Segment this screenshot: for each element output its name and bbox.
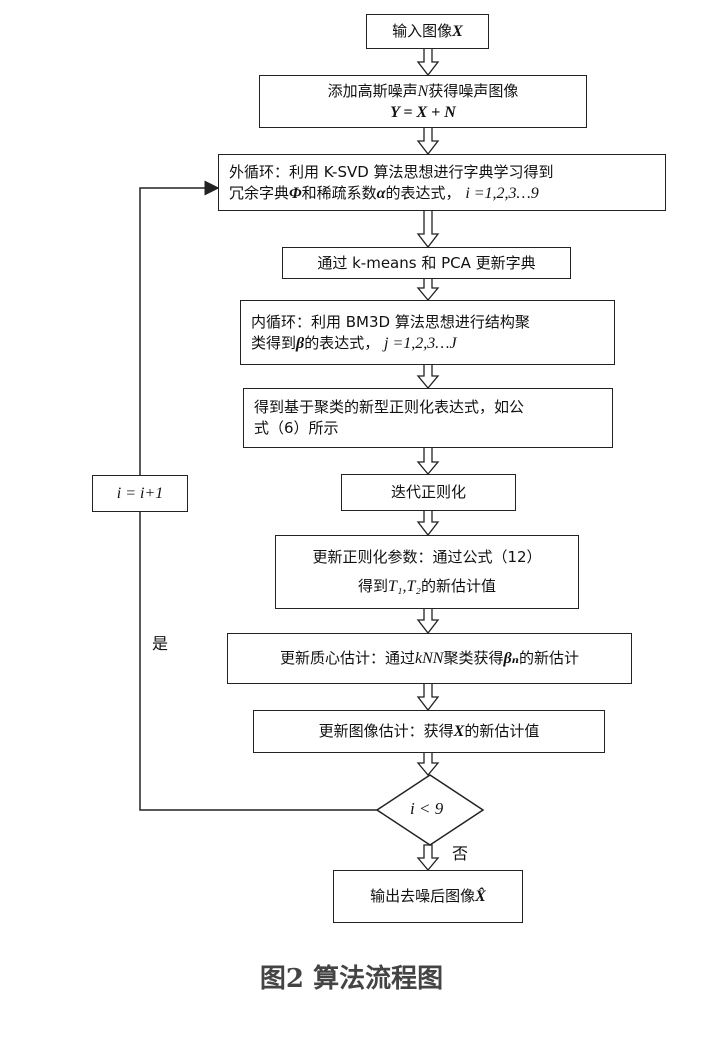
- loop-counter: i = i+1: [92, 475, 188, 512]
- arrow-outer-to-dict: [416, 209, 440, 249]
- step-add-noise: 添加高斯噪声N获得噪声图像 Y = X + N: [259, 75, 587, 128]
- arrow-decision-to-output: [416, 844, 440, 872]
- step-output: 输出去噪后图像X̂: [333, 870, 523, 923]
- step-update-dictionary: 通过 k-means 和 PCA 更新字典: [282, 247, 571, 279]
- step-update-centroid: 更新质心估计：通过kNN聚类获得βₙ的新估计: [227, 633, 632, 684]
- arrow-input-to-noise: [416, 47, 440, 77]
- decision-label: i < 9: [410, 799, 444, 818]
- step-update-image: 更新图像估计：获得X的新估计值: [253, 710, 605, 753]
- arrow-iterate-to-params: [416, 509, 440, 537]
- loop-line-upper: [139, 180, 220, 475]
- down-arrows: [416, 47, 440, 872]
- step-inner-loop: 内循环：利用 BM3D 算法思想进行结构聚 类得到β的表达式， j =1,2,3…: [240, 300, 615, 365]
- step-iterate: 迭代正则化: [341, 474, 516, 511]
- arrow-noise-to-outer: [416, 126, 440, 156]
- no-label: 否: [452, 844, 469, 863]
- arrow-regularize-to-iterate: [416, 446, 440, 476]
- step-update-params: 更新正则化参数：通过公式（12） 得到T₁,T₂的新估计值: [275, 535, 579, 609]
- step-outer-loop: 外循环：利用 K-SVD 算法思想进行字典学习得到 冗余字典Φ和稀疏系数α的表达…: [218, 154, 666, 211]
- arrow-centroid-to-image: [416, 682, 440, 712]
- figure-caption: 图2 算法流程图: [259, 964, 444, 994]
- arrow-image-to-decision: [416, 751, 440, 777]
- decision-diamond: [375, 774, 485, 846]
- arrow-inner-to-regularize: [416, 363, 440, 390]
- yes-label: 是: [152, 634, 169, 653]
- loop-line-lower: [139, 511, 377, 811]
- step-regularize: 得到基于聚类的新型正则化表达式，如公 式（6）所示: [243, 388, 613, 448]
- arrow-params-to-centroid: [416, 607, 440, 635]
- step-input: 输入图像X: [366, 14, 489, 49]
- arrow-dict-to-inner: [416, 277, 440, 302]
